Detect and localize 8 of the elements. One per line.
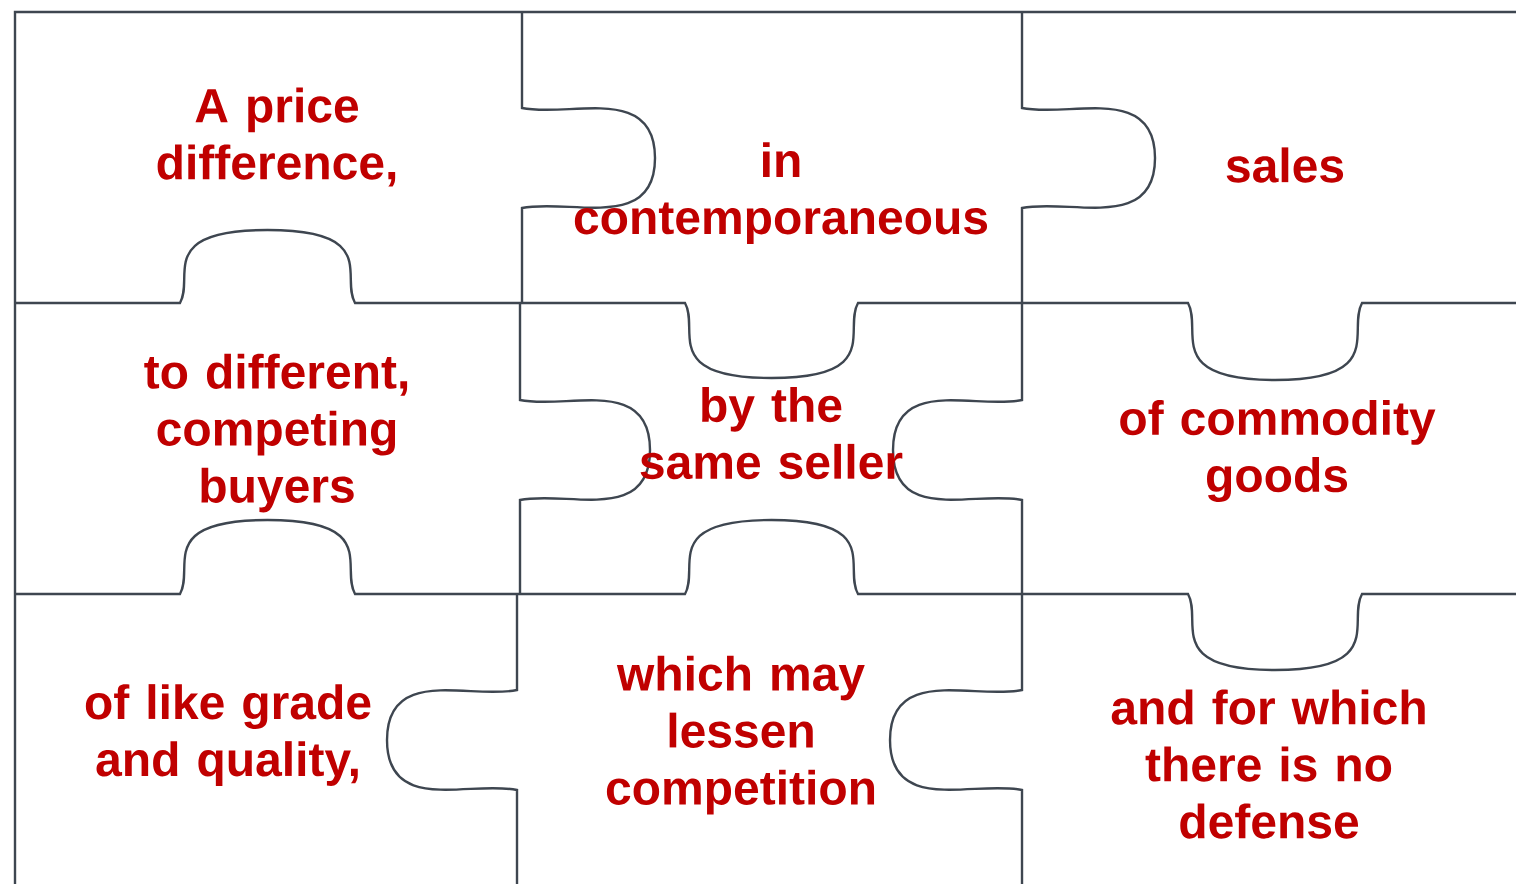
piece-text: A price difference, (157, 87, 396, 187)
piece-text: to different, competing buyers (144, 353, 408, 513)
piece-text: of commodity goods (1120, 400, 1436, 502)
piece-text: sales (1226, 147, 1344, 183)
piece-text: in contemporaneous (574, 142, 988, 244)
piece-text: and for which there is no defense (1111, 689, 1425, 839)
piece-text: of like grade and quality, (85, 684, 371, 786)
piece-text: which may lessen competition (606, 655, 875, 815)
